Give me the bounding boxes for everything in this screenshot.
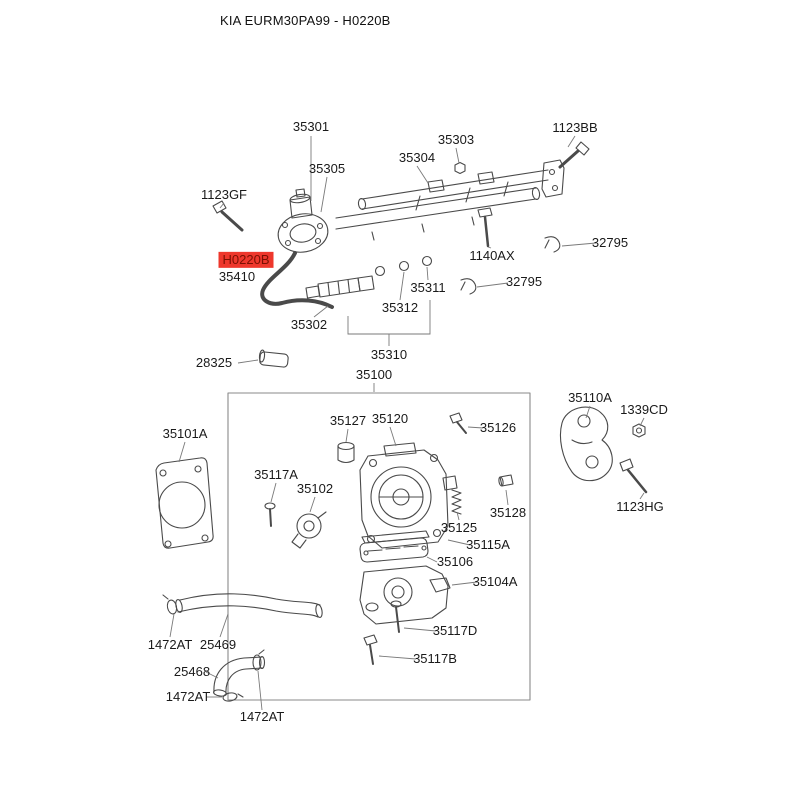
leader-lines <box>169 135 645 711</box>
part-label-25468[interactable]: 25468 <box>173 663 211 679</box>
bolt-35117d-drawing <box>390 600 402 633</box>
hose-35410-drawing <box>260 251 334 309</box>
hose-25468-drawing <box>212 655 266 697</box>
sensor-35127-drawing <box>337 441 355 464</box>
part-label-35303[interactable]: 35303 <box>437 131 475 147</box>
nut-35303-drawing <box>454 161 466 175</box>
part-label-35115a[interactable]: 35115A <box>466 536 510 552</box>
injector-drawing <box>305 255 433 299</box>
housing-35104a-drawing <box>359 565 451 625</box>
part-label-32795-b[interactable]: 32795 <box>505 273 543 289</box>
part-label-1472at-c[interactable]: 1472AT <box>239 708 285 724</box>
part-label-35410[interactable]: 35410 <box>218 268 256 284</box>
cap-28325-drawing <box>258 349 289 368</box>
fuel-rail-drawing <box>335 159 565 241</box>
part-label-35101a[interactable]: 35101A <box>162 425 208 441</box>
part-label-1123hg[interactable]: 1123HG <box>616 498 664 514</box>
tps-35102-drawing <box>291 511 327 549</box>
nut-1339cd-drawing <box>632 423 646 438</box>
regulator-flange-drawing <box>277 188 329 253</box>
part-label-h0220b-highlighted[interactable]: H0220B <box>218 251 274 269</box>
bolt-1123bb-drawing <box>558 141 590 169</box>
assembly-box <box>227 392 531 701</box>
hose-25469-drawing <box>175 593 323 618</box>
part-label-35102[interactable]: 35102 <box>296 480 334 496</box>
bracket-35110a-drawing <box>559 406 613 482</box>
bolt-1123gf-drawing <box>212 200 244 232</box>
bolt-35117b-drawing <box>363 634 378 665</box>
plug-35128-drawing <box>498 474 514 487</box>
part-label-35106[interactable]: 35106 <box>436 553 474 569</box>
part-label-32795-a[interactable]: 32795 <box>591 234 629 250</box>
part-label-1140ax[interactable]: 1140AX <box>469 247 515 263</box>
part-label-1339cd[interactable]: 1339CD <box>620 401 668 417</box>
part-label-35117b[interactable]: 35117B <box>413 650 457 666</box>
bolt-35126-drawing <box>449 412 467 434</box>
part-label-35125[interactable]: 35125 <box>440 519 478 535</box>
part-label-1123gf[interactable]: 1123GF <box>200 186 248 202</box>
part-label-35126[interactable]: 35126 <box>479 419 517 435</box>
part-label-35120[interactable]: 35120 <box>371 410 409 426</box>
part-label-28325[interactable]: 28325 <box>195 354 233 370</box>
part-label-35305[interactable]: 35305 <box>308 160 346 176</box>
diagram-title: KIA EURM30PA99 - H0220B <box>220 13 391 28</box>
part-label-1472at-a[interactable]: 1472AT <box>147 636 193 652</box>
gasket-35101a-drawing <box>155 457 214 549</box>
gasket-35106-drawing <box>359 537 429 563</box>
part-label-35117a[interactable]: 35117A <box>254 466 298 482</box>
clamp-32795-b-drawing <box>460 278 477 295</box>
throttle-body-drawing <box>359 442 458 549</box>
clamp-1472at-b-drawing <box>222 692 244 702</box>
clamp-1472at-c-drawing <box>252 649 265 671</box>
plate-35115a-drawing <box>361 530 430 544</box>
part-label-35117d[interactable]: 35117D <box>432 622 478 638</box>
spring-35125-drawing <box>451 489 462 515</box>
part-label-35128[interactable]: 35128 <box>489 504 527 520</box>
bolt-1140ax-drawing <box>477 207 493 248</box>
part-label-35310[interactable]: 35310 <box>370 346 408 362</box>
part-label-35100[interactable]: 35100 <box>355 366 393 382</box>
part-label-1123bb[interactable]: 1123BB <box>552 119 598 135</box>
part-label-35104a[interactable]: 35104A <box>472 573 518 589</box>
clamp-1472at-a-drawing <box>162 594 178 615</box>
part-label-35127[interactable]: 35127 <box>329 412 367 428</box>
screw-35117a-drawing <box>264 502 276 527</box>
part-label-35110a[interactable]: 35110A <box>568 389 612 405</box>
part-label-35312[interactable]: 35312 <box>381 299 419 315</box>
clamp-32795-a-drawing <box>544 236 561 253</box>
part-label-35311[interactable]: 35311 <box>410 279 446 295</box>
part-label-35302[interactable]: 35302 <box>290 316 328 332</box>
part-label-35304[interactable]: 35304 <box>398 149 436 165</box>
part-label-1472at-b[interactable]: 1472AT <box>165 688 211 704</box>
part-label-35301[interactable]: 35301 <box>292 118 330 134</box>
bolt-1123hg-drawing <box>619 458 648 494</box>
part-label-25469[interactable]: 25469 <box>199 636 237 652</box>
